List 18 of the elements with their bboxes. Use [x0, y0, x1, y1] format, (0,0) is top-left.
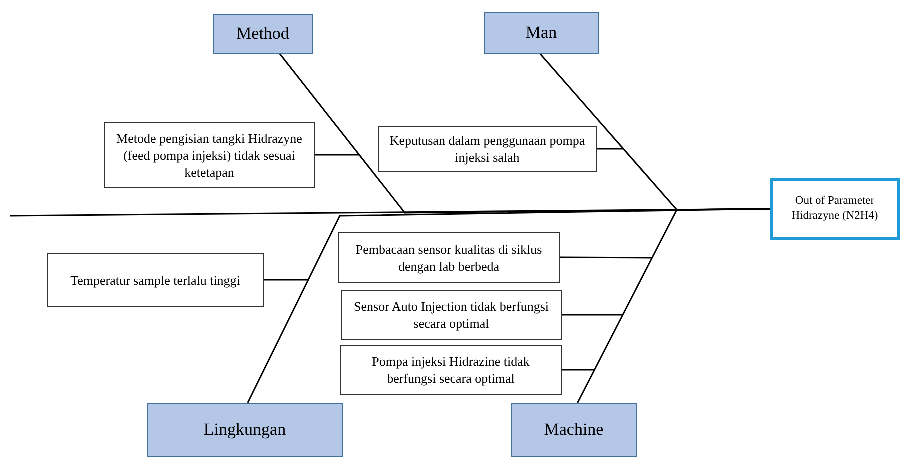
category-box: Method: [213, 14, 313, 54]
category-box: Lingkungan: [147, 403, 343, 457]
connector-line: [562, 369, 595, 371]
connector-line: [560, 256, 652, 259]
category-box: Machine: [511, 403, 637, 457]
cause-box: Pembacaan sensor kualitas di siklus dengan lab berbeda: [338, 232, 560, 283]
cause-box: Sensor Auto Injection tidak berfungsi secara optimal: [341, 290, 562, 340]
effect-box: Out of Parameter Hidrazyne (N2H4): [770, 178, 900, 240]
cause-box: Keputusan dalam penggunaan pompa injeksi salah: [378, 126, 597, 172]
connector-line: [562, 314, 623, 316]
cause-box: Temperatur sample terlalu tinggi: [47, 253, 264, 307]
connector-line: [315, 154, 359, 156]
connector-line: [597, 148, 624, 150]
bone-line: [577, 208, 770, 404]
cause-box: Pompa injeksi Hidrazine tidak berfungsi secara optimal: [340, 345, 562, 395]
cause-box: Metode pengisian tangki Hidrazyne (feed pompa injeksi) tidak sesuai ketetapan: [104, 122, 315, 188]
connector-line: [264, 279, 308, 281]
category-box: Man: [484, 12, 599, 54]
